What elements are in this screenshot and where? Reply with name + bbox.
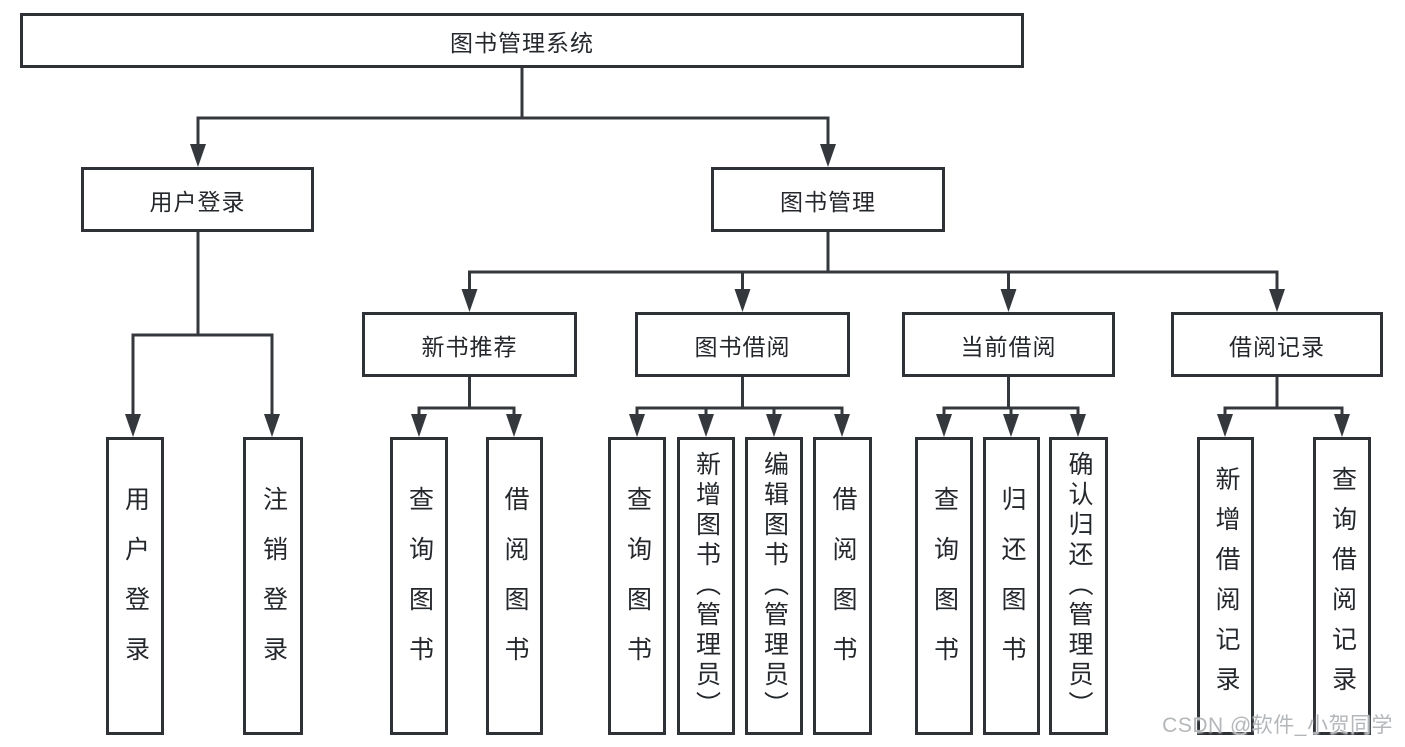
arrowheads xyxy=(125,144,1350,437)
leaf-current-query-book-label: 查询图书 xyxy=(930,486,959,686)
node-book-borrow-label: 图书借阅 xyxy=(694,333,791,360)
leaf-recommend-query-book-label: 查询图书 xyxy=(405,486,434,686)
leaf-borrow-query-book-label: 查询图书 xyxy=(623,486,652,686)
leaf-current-confirm-return-admin-label: 确认归还（管理员） xyxy=(1065,451,1093,721)
leaf-borrow-edit-book-admin: 编辑图书（管理员） xyxy=(745,437,803,735)
leaf-records-query-record-label: 查询借阅记录 xyxy=(1328,466,1357,706)
node-current-borrow-label: 当前借阅 xyxy=(960,333,1057,360)
node-library-system: 图书管理系统 xyxy=(20,13,1024,68)
node-borrow-records-label: 借阅记录 xyxy=(1229,333,1325,360)
node-borrow-records: 借阅记录 xyxy=(1171,312,1383,377)
leaf-current-query-book: 查询图书 xyxy=(915,437,973,735)
leaf-current-return-book-label: 归还图书 xyxy=(998,486,1026,686)
node-book-borrow: 图书借阅 xyxy=(635,312,850,377)
watermark-text: CSDN @软件_小贺同学 xyxy=(1162,714,1393,737)
leaf-recommend-borrow-book: 借阅图书 xyxy=(486,437,543,735)
node-new-book-recommend: 新书推荐 xyxy=(362,312,577,377)
node-library-system-label: 图书管理系统 xyxy=(450,29,594,56)
leaf-records-add-record-label: 新增借阅记录 xyxy=(1212,466,1240,706)
node-user-login: 用户登录 xyxy=(81,167,314,232)
node-new-book-recommend-label: 新书推荐 xyxy=(421,333,518,360)
leaf-records-query-record: 查询借阅记录 xyxy=(1313,437,1371,735)
leaf-recommend-query-book: 查询图书 xyxy=(390,437,448,735)
connector-lines xyxy=(131,68,1344,416)
leaf-borrow-edit-book-admin-label: 编辑图书（管理员） xyxy=(760,451,789,721)
leaf-borrow-borrow-book-label: 借阅图书 xyxy=(829,486,857,686)
leaf-records-add-record: 新增借阅记录 xyxy=(1197,437,1254,735)
node-book-management-label: 图书管理 xyxy=(780,188,876,215)
leaf-current-return-book: 归还图书 xyxy=(983,437,1040,735)
node-current-borrow: 当前借阅 xyxy=(902,312,1115,377)
leaf-borrow-add-book-admin: 新增图书（管理员） xyxy=(677,437,735,735)
leaf-borrow-add-book-admin-label: 新增图书（管理员） xyxy=(692,451,721,721)
leaf-logout: 注销登录 xyxy=(243,437,303,735)
leaf-user-login: 用户登录 xyxy=(106,437,164,735)
node-user-login-label: 用户登录 xyxy=(149,188,246,215)
leaf-borrow-query-book: 查询图书 xyxy=(608,437,666,735)
leaf-current-confirm-return-admin: 确认归还（管理员） xyxy=(1049,437,1108,735)
leaf-borrow-borrow-book: 借阅图书 xyxy=(813,437,872,735)
leaf-user-login-label: 用户登录 xyxy=(121,486,150,686)
leaf-recommend-borrow-book-label: 借阅图书 xyxy=(501,486,529,686)
leaf-logout-label: 注销登录 xyxy=(259,486,288,686)
node-book-management: 图书管理 xyxy=(711,167,945,232)
